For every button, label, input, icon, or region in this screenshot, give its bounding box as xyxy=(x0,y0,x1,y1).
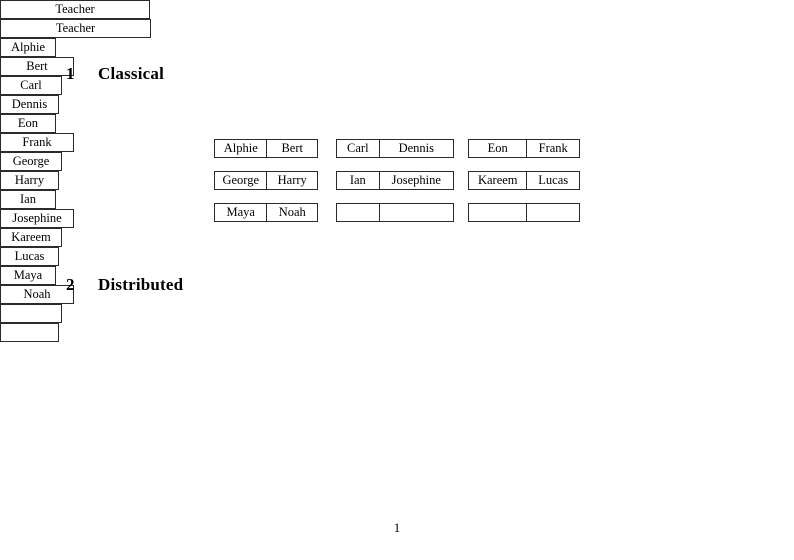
section-title: Distributed xyxy=(98,275,184,294)
section-heading-classical: 1 Classical xyxy=(66,64,164,84)
classical-row: Alphie Bert xyxy=(214,139,318,158)
distributed-cell-empty xyxy=(0,323,59,342)
classical-row xyxy=(336,203,454,222)
classical-cell-group: Alphie Bert xyxy=(214,139,318,158)
classical-cell-group: Kareem Lucas xyxy=(468,171,580,190)
classical-cell: George xyxy=(215,172,267,189)
classical-cell-group: Carl Dennis xyxy=(336,139,454,158)
classical-cell-empty xyxy=(378,204,453,221)
distributed-cell: Josephine xyxy=(0,209,74,228)
classical-cell: Dennis xyxy=(378,140,453,157)
section-title: Classical xyxy=(98,64,165,83)
classical-cell: Eon xyxy=(469,140,527,157)
classical-cell-group xyxy=(336,203,454,222)
classical-cell-group: Maya Noah xyxy=(214,203,318,222)
classical-row: Eon Frank xyxy=(468,139,580,158)
classical-cell-empty xyxy=(337,204,379,221)
classical-row: Maya Noah xyxy=(214,203,318,222)
classical-row: Ian Josephine xyxy=(336,171,454,190)
classical-cell: Harry xyxy=(266,172,317,189)
distributed-cell: Lucas xyxy=(0,247,59,266)
section-number: 2 xyxy=(66,275,75,294)
classical-cell-group: Ian Josephine xyxy=(336,171,454,190)
classical-cell-group: Eon Frank xyxy=(468,139,580,158)
classical-row xyxy=(468,203,580,222)
classical-teacher-box: Teacher xyxy=(0,0,150,19)
distributed-cell: Bert xyxy=(0,57,74,76)
classical-cell: Ian xyxy=(337,172,379,189)
distributed-teacher-box: Teacher xyxy=(0,19,151,38)
page-number: 1 xyxy=(393,521,401,535)
classical-cell: Maya xyxy=(215,204,267,221)
classical-cell: Bert xyxy=(266,140,317,157)
distributed-cell: Dennis xyxy=(0,95,59,114)
classical-cell-group xyxy=(468,203,580,222)
classical-cell: Alphie xyxy=(215,140,267,157)
classical-cell: Lucas xyxy=(526,172,579,189)
distributed-cell: Ian xyxy=(0,190,56,209)
classical-cell-empty xyxy=(526,204,579,221)
classical-cell-group: George Harry xyxy=(214,171,318,190)
distributed-cell: Eon xyxy=(0,114,56,133)
classical-cell: Josephine xyxy=(378,172,453,189)
distributed-cell: George xyxy=(0,152,62,171)
distributed-cell: Alphie xyxy=(0,38,56,57)
classical-cell: Kareem xyxy=(469,172,527,189)
distributed-cell: Frank xyxy=(0,133,74,152)
distributed-cell: Harry xyxy=(0,171,59,190)
classical-cell: Carl xyxy=(337,140,379,157)
section-heading-distributed: 2 Distributed xyxy=(66,275,183,295)
distributed-cell: Maya xyxy=(0,266,56,285)
classical-cell-empty xyxy=(469,204,527,221)
distributed-cell: Carl xyxy=(0,76,62,95)
classical-row: Kareem Lucas xyxy=(468,171,580,190)
classical-cell: Frank xyxy=(526,140,579,157)
section-number: 1 xyxy=(66,64,75,83)
classical-row: Carl Dennis xyxy=(336,139,454,158)
classical-row: George Harry xyxy=(214,171,318,190)
distributed-cell: Kareem xyxy=(0,228,62,247)
classical-cell: Noah xyxy=(266,204,317,221)
distributed-cell: Noah xyxy=(0,285,74,304)
distributed-cell-empty xyxy=(0,304,62,323)
